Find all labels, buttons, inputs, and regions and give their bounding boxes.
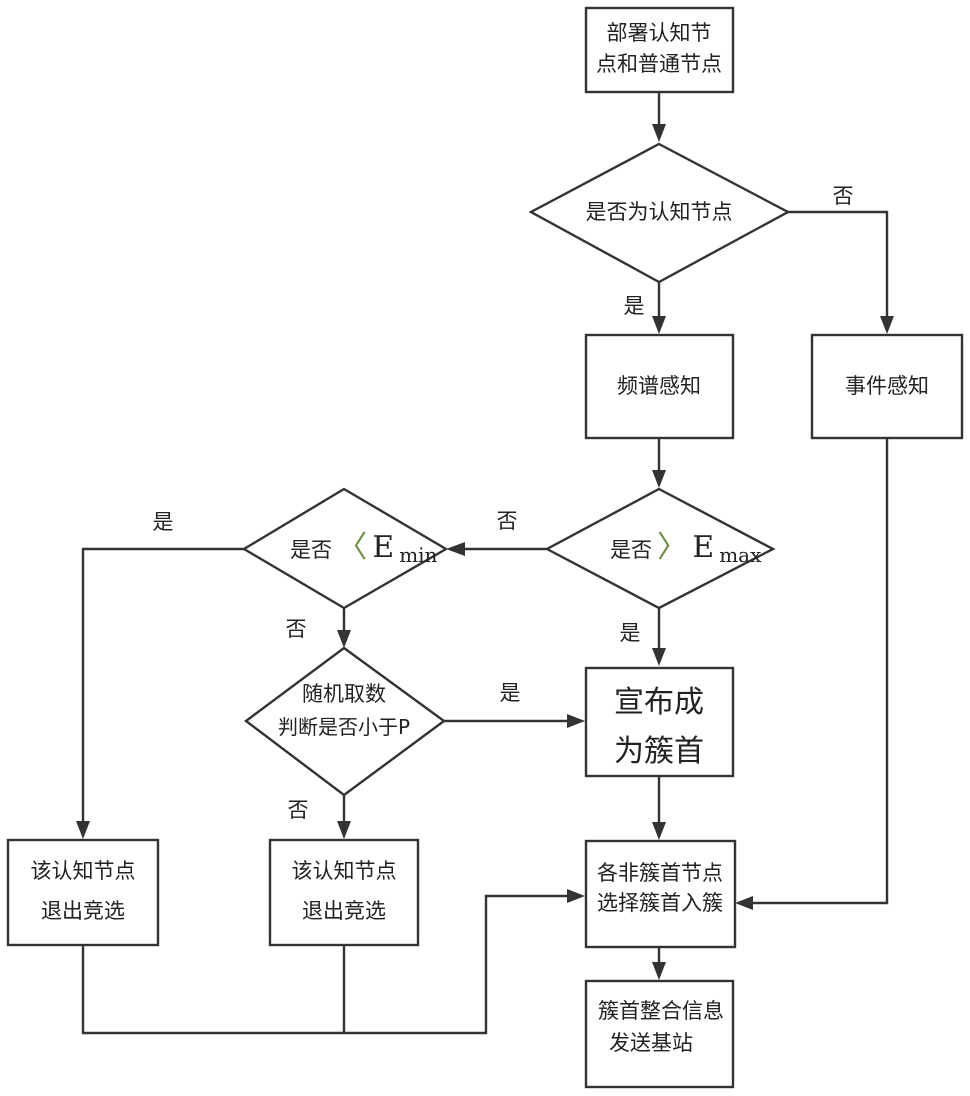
arrowhead (652, 822, 666, 840)
label-emin-yes: 是 (153, 510, 174, 534)
node-send-line2: 发送基站 (609, 1031, 693, 1055)
node-declare-line2: 为簇首 (614, 734, 704, 769)
decision-lt-emin-sub: min (399, 543, 437, 567)
decision-lt-emin-operator: 〈 (337, 530, 367, 565)
arrowhead (446, 542, 465, 556)
node-exit-mid-line2: 退出竞选 (302, 899, 386, 923)
decision-random-line1: 随机取数 (302, 682, 386, 706)
label-emax-yes: 是 (620, 621, 641, 645)
decision-gt-emax-sub: max (719, 543, 762, 567)
node-spectrum: 频谱感知 (586, 335, 733, 438)
node-declare-line1: 宣布成 (614, 685, 704, 720)
label-cognitive-no: 否 (833, 184, 854, 208)
arrowhead (652, 124, 666, 142)
edges (76, 92, 894, 1033)
edge-event-to-join (753, 438, 887, 903)
node-exit-left-line2: 退出竞选 (41, 899, 125, 923)
arrowhead (652, 648, 666, 666)
node-event-text: 事件感知 (845, 374, 929, 398)
node-join: 各非簇首节点 选择簇首入簇 (586, 841, 735, 947)
arrowhead (337, 630, 351, 648)
label-emax-no: 否 (497, 509, 518, 533)
decision-gt-emax-var: E (692, 530, 714, 565)
arrowhead (880, 316, 894, 334)
node-send-line1: 簇首整合信息 (598, 999, 724, 1023)
decision-random: 随机取数 判断是否小于P (246, 648, 444, 795)
label-emin-no: 否 (286, 617, 307, 641)
decision-lt-emin-var: E (372, 530, 394, 565)
node-declare: 宣布成 为簇首 (586, 668, 733, 776)
node-deploy-line1: 部署认知节 (607, 21, 712, 45)
arrowhead (652, 962, 666, 980)
label-cognitive-yes: 是 (624, 294, 645, 318)
arrowhead (652, 316, 666, 334)
node-send: 簇首整合信息 发送基站 (586, 981, 733, 1087)
node-event: 事件感知 (812, 335, 962, 438)
arrowhead (735, 896, 753, 910)
label-random-no: 否 (288, 798, 309, 822)
node-exit-left: 该认知节点 退出竞选 (8, 840, 158, 945)
decision-gt-emax: 是否 〉 E max (547, 489, 773, 608)
node-exit-mid-line1: 该认知节点 (292, 859, 397, 883)
node-join-line2: 选择簇首入簇 (597, 891, 723, 915)
arrowhead (337, 821, 351, 839)
node-spectrum-text: 频谱感知 (617, 374, 701, 398)
arrowhead (652, 470, 666, 488)
decision-lt-emin: 是否 〈 E min (244, 489, 446, 608)
node-deploy-line2: 点和普通节点 (596, 52, 722, 76)
decision-gt-emax-prefix: 是否 (610, 538, 652, 562)
arrowhead (567, 714, 585, 728)
node-exit-left-line1: 该认知节点 (31, 859, 136, 883)
node-deploy: 部署认知节 点和普通节点 (586, 8, 733, 92)
decision-is-cognitive-text: 是否为认知节点 (586, 200, 733, 224)
arrowhead (76, 821, 90, 839)
decision-is-cognitive: 是否为认知节点 (531, 144, 788, 282)
node-join-line1: 各非簇首节点 (597, 861, 723, 885)
edge-decision-to-event (788, 212, 887, 316)
node-exit-mid: 该认知节点 退出竞选 (270, 840, 418, 945)
decision-random-line2: 判断是否小于P (278, 715, 410, 739)
edge-emin-to-exit-left (83, 549, 244, 821)
decision-gt-emax-operator: 〉 (657, 530, 687, 565)
arrowhead (567, 889, 585, 903)
decision-lt-emin-prefix: 是否 (290, 538, 332, 562)
label-random-yes: 是 (500, 681, 521, 705)
